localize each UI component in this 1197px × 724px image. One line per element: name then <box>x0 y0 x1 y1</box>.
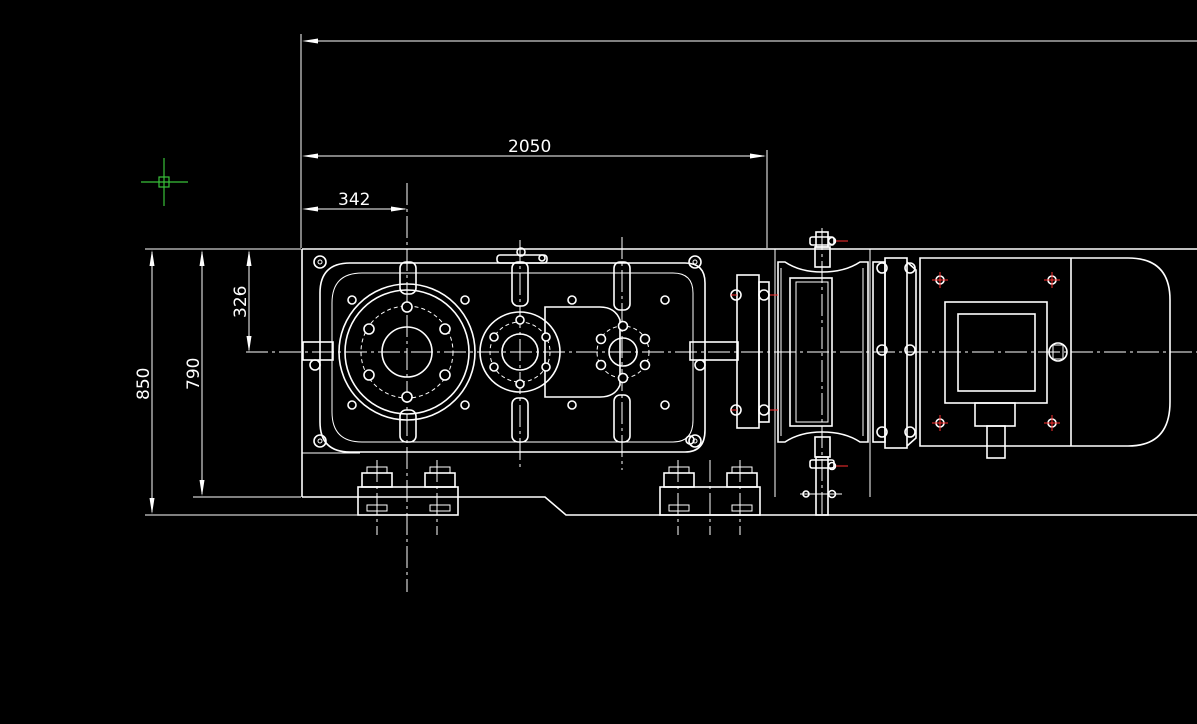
dimension-790: 790 <box>184 250 205 496</box>
brake-arm <box>800 231 848 516</box>
input-shaft-bearing <box>595 320 651 384</box>
dimension-850: 850 <box>134 250 155 514</box>
base-frame <box>301 248 1197 516</box>
dimension-342: 342 <box>302 190 407 212</box>
dimension-label-326: 326 <box>231 286 251 318</box>
output-shaft-bearing <box>338 283 476 421</box>
mounting-foot-right <box>659 466 761 516</box>
dimension-label-2050: 2050 <box>508 137 551 157</box>
dimension-top-overall <box>300 34 1197 248</box>
crosshair-cursor <box>141 158 188 206</box>
centerlines <box>246 183 1197 592</box>
dimension-label-790: 790 <box>184 358 204 390</box>
gearbox-housing <box>302 247 739 453</box>
intermediate-shaft-bearing <box>479 311 561 393</box>
mounting-foot-left <box>357 466 459 516</box>
dimension-ext-lines <box>145 248 360 516</box>
electric-motor <box>919 257 1171 459</box>
dimension-2050: 2050 <box>302 137 768 248</box>
coupling-flange-right <box>872 257 917 449</box>
red-marks <box>731 294 778 411</box>
dimension-326: 326 <box>231 250 252 352</box>
dimension-label-342: 342 <box>338 190 370 210</box>
dimension-label-850: 850 <box>134 368 154 400</box>
brake-drum <box>777 246 869 458</box>
